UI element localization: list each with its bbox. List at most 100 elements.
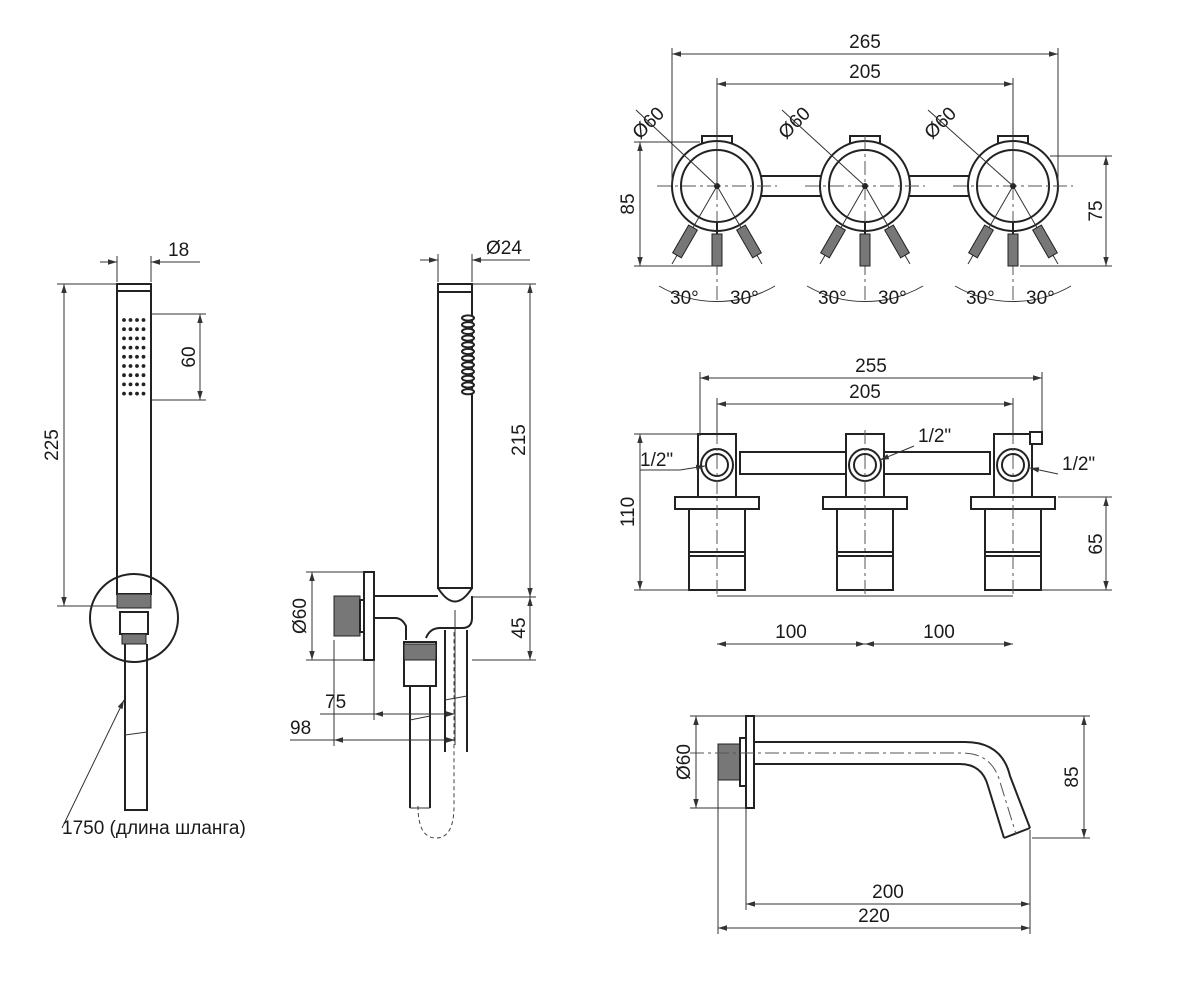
spray-nozzle [128,345,133,350]
dim-projection-75: 75 [325,692,346,713]
spray-nozzle [122,345,126,350]
lever-handle-icon [819,224,847,259]
side-bracket-arm [374,595,438,640]
lever-rotated-right [883,224,911,259]
spray-nozzle [128,364,133,368]
angle-label: 30° [966,288,995,309]
lever-handle-icon [735,224,763,259]
dim-projection-98: 98 [290,718,311,739]
spray-nozzle [135,318,139,322]
side-spray-nozzle [461,361,475,369]
hose-nut-icon [121,633,147,645]
dim-flange-60: Ø60 [290,598,311,634]
lever-handle-icon [671,224,699,259]
spray-nozzle [135,364,139,368]
side-spray-nozzle [461,381,475,389]
dim-rosette-right: Ø60 [921,103,961,143]
spout-rosette [745,715,755,809]
spray-nozzle [122,327,126,332]
spray-nozzle [141,318,146,322]
side-thread-collar [359,599,365,633]
spray-nozzle [135,327,139,332]
leader-line [879,445,915,461]
leader-line [1029,467,1059,475]
angle-arc [806,285,924,303]
side-spray-nozzle [461,341,475,349]
side-spray-nozzle [461,388,475,396]
dim-overall-265: 265 [849,32,881,53]
spray-nozzle [128,354,133,359]
spray-nozzles [122,318,146,396]
dim-spray-60: 60 [179,346,200,367]
leader-line [781,109,866,187]
angle-label: 30° [1026,288,1055,309]
handshower-side-view: Ø24 215 45 Ø60 75 98 [290,238,536,839]
side-spray-nozzle [461,314,475,322]
leader-line [61,699,125,829]
spray-nozzle [128,373,133,378]
side-hose-left [409,686,431,808]
dim-body-overall-255: 255 [855,356,887,377]
spray-nozzle [122,391,126,396]
lever-rotated-left [967,224,995,259]
leader-line [635,109,718,187]
spray-nozzle [128,382,133,387]
spray-nozzle [141,364,146,368]
rosettes [657,135,1073,303]
angle-arc [954,285,1072,303]
lever-handle-icon [1007,233,1019,267]
spout-body [754,741,1031,839]
lever-rotated-right [735,224,763,259]
spray-nozzle [141,382,146,387]
spray-nozzle [135,391,139,396]
side-spray-nozzle [461,354,475,362]
dim-width-18: 18 [168,240,189,261]
dim-spout-flange: Ø60 [674,744,695,780]
shower-hose [124,644,148,811]
thread-label-right: 1/2" [1062,454,1095,475]
hose-break-line [124,731,148,736]
dim-spout-overall: 220 [858,906,890,927]
spray-nozzle [141,354,146,359]
spray-nozzle [141,336,146,341]
dim-outlet-45: 45 [509,617,530,638]
dim-centers-205: 205 [849,62,881,83]
angle-label: 30° [878,288,907,309]
hose-connector [119,611,149,635]
thread-label-left: 1/2" [640,450,673,471]
dim-body-height-110: 110 [618,497,639,527]
lever-handle-icon [859,233,871,267]
dim-spacing-right: 100 [923,622,955,643]
hose-length-note: 1750 (длина шланга) [62,818,246,839]
side-spray-nozzle [461,374,475,382]
angle-label: 30° [670,288,699,309]
spout-side-view: Ø60 85 200 220 [674,715,1090,934]
spout-outlet [1003,827,1031,839]
side-spray-nozzles [461,314,475,396]
spray-nozzle [141,327,146,332]
spray-nozzle [122,354,126,359]
lever-rotated-right [1031,224,1059,259]
lever-rotated-left [819,224,847,259]
spray-nozzle [141,345,146,350]
side-spray-nozzle [461,327,475,335]
side-bracket-hook [425,596,473,639]
dim-body-depth-65: 65 [1086,533,1107,554]
dim-spacing-left: 100 [775,622,807,643]
side-hose-break [409,695,468,721]
wall-bracket-rosette [89,573,179,663]
handshower-front-view: 18 225 60 1750 (длина шланга) [42,240,246,839]
mixer-body-view: 255 205 1/2" 1/2" 1/2" 110 65 100 100 [618,356,1112,647]
side-spray-nozzle [461,321,475,329]
thread-label-center: 1/2" [918,426,951,447]
spray-nozzle [122,373,126,378]
side-spray-nozzle [461,334,475,342]
handshower-thread-icon [116,593,152,609]
angle-label: 30° [730,288,759,309]
spray-nozzle [135,373,139,378]
valve-bodies [674,430,1056,596]
spray-nozzle [128,336,133,341]
spout-wall-thread-icon [717,743,741,781]
dim-rosette-left: Ø60 [629,103,669,143]
